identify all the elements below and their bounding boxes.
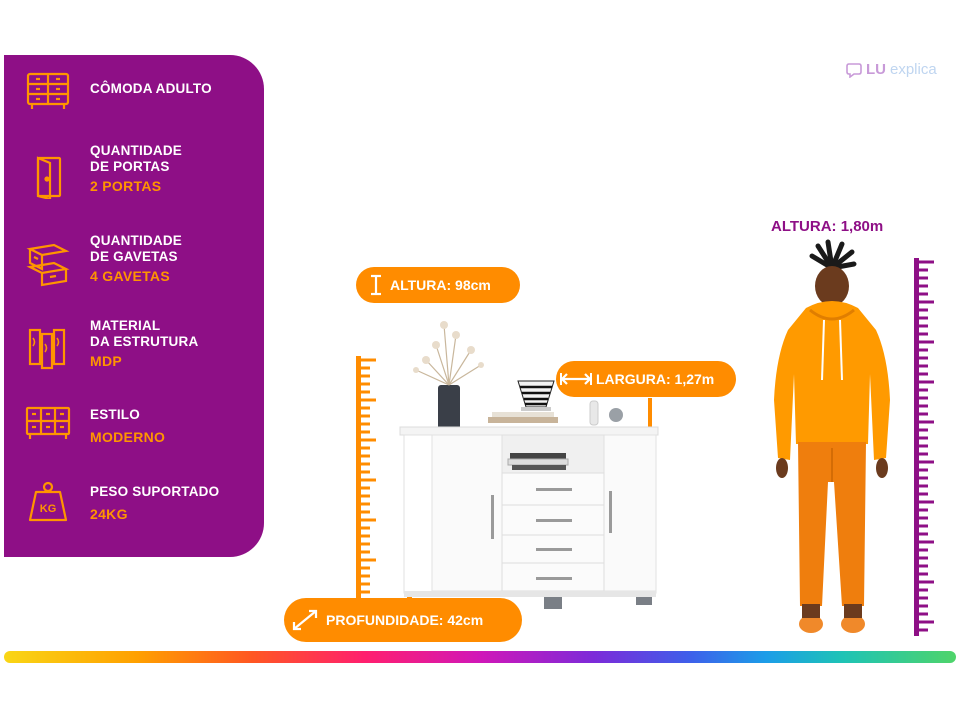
spec-value: 24KG [90,506,128,522]
bowl-decor [517,380,555,411]
depth-dimension-label: PROFUNDIDADE: 42cm [284,598,522,642]
person-height-label: ALTURA: 1,80m [771,218,884,235]
door-icon [24,155,72,203]
svg-text:KG: KG [40,503,57,515]
width-dimension-text: LARGURA: 1,27m [596,371,715,387]
width-dimension-label: LARGURA: 1,27m [556,361,736,397]
diagonal-arrow-icon [292,609,318,631]
dresser-icon [24,71,72,119]
depth-dimension-text: PROFUNDIDADE: 42cm [326,612,484,628]
weight-kg-icon: KG [24,480,72,528]
spec-value: 4 GAVETAS [90,268,170,284]
furniture-height-ruler [356,356,376,600]
spec-value: MODERNO [90,429,166,445]
vertical-arrow-icon [371,274,381,296]
person-illustration [774,239,890,633]
spec-value: MDP [90,353,123,369]
person-height-ruler [914,258,934,636]
spec-label: QUANTIDADE DE PORTAS [90,143,182,174]
width-connector [648,398,652,438]
vase-decor [413,321,484,431]
chat-bubble-icon [846,62,862,78]
rainbow-footer-bar [4,651,956,663]
drawers-icon [24,241,72,289]
spec-label: PESO SUPORTADO [90,484,220,499]
height-dimension-text: ALTURA: 98cm [390,277,491,293]
spec-label: CÔMODA ADULTO [90,81,212,96]
logo-explica: explica [890,61,937,78]
dresser-illustration [399,321,659,609]
spec-label: ESTILO [90,407,140,422]
logo-lu: LU [866,61,886,78]
spec-value: 2 PORTAS [90,178,162,194]
spec-label: QUANTIDADE DE GAVETAS [90,233,182,264]
spec-label: MATERIAL DA ESTRUTURA [90,318,199,349]
height-dimension-label: ALTURA: 98cm [356,267,520,303]
wood-panels-icon [24,324,72,372]
brand-logo: LU explica [846,61,937,78]
cabinet-style-icon [24,405,72,453]
spec-card: CÔMODA ADULTO QUANTIDADE DE PORTAS 2 POR… [4,55,264,557]
horizontal-arrow-icon [560,373,592,385]
